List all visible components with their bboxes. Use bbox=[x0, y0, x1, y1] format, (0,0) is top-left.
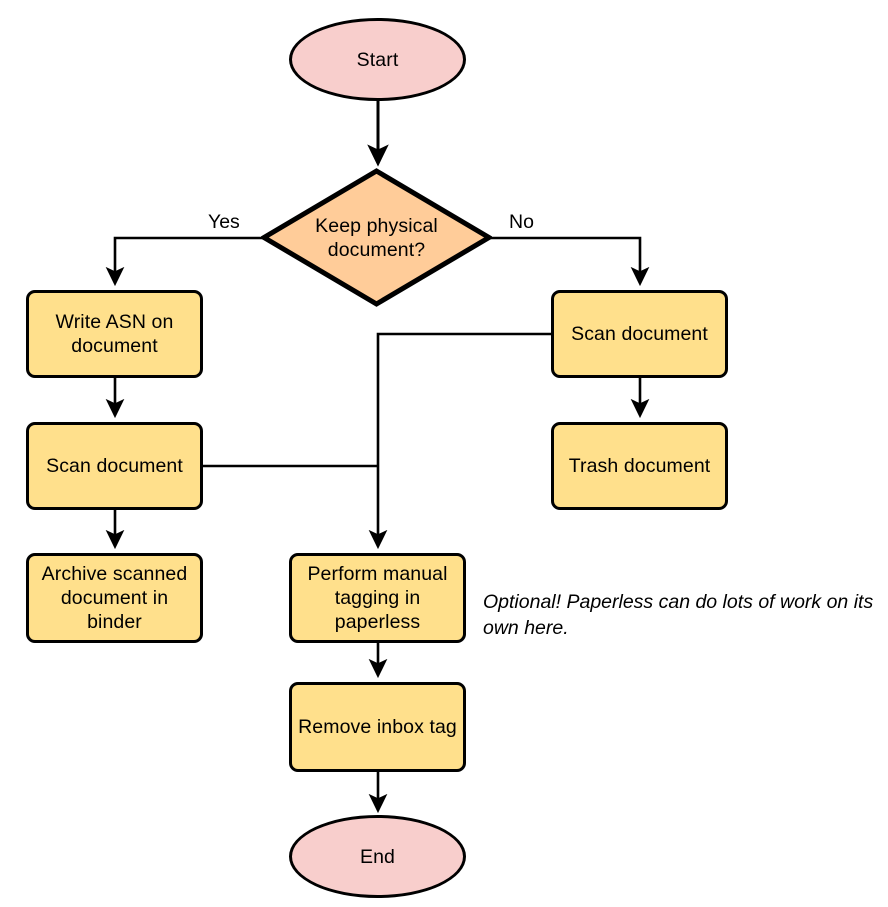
node-trash-document-label: Trash document bbox=[568, 455, 711, 477]
edge-decision-no-to-scan-right bbox=[490, 236, 650, 287]
node-start-label: Start bbox=[356, 48, 399, 71]
edge-label-yes: Yes bbox=[208, 211, 240, 233]
node-trash-document[interactable]: Trash document bbox=[551, 422, 728, 510]
annotation-optional-note: Optional! Paperless can do lots of work … bbox=[483, 591, 874, 639]
node-write-asn-on-document-label: Write ASN on document bbox=[55, 311, 174, 357]
edge-decision-yes-to-write-asn bbox=[105, 236, 263, 287]
node-remove-inbox-tag[interactable]: Remove inbox tag bbox=[289, 682, 466, 772]
diamond-shape-icon bbox=[261, 168, 492, 307]
node-remove-inbox-tag-label: Remove inbox tag bbox=[298, 716, 457, 738]
edge-label-no: No bbox=[509, 211, 534, 233]
node-scan-document-left[interactable]: Scan document bbox=[26, 422, 203, 510]
node-archive-scanned-document-in-binder[interactable]: Archive scanned document in binder bbox=[26, 553, 203, 643]
edge-scan-right-to-manual-tagging bbox=[368, 332, 551, 550]
node-scan-document-left-label: Scan document bbox=[46, 455, 183, 477]
node-scan-document-right-label: Scan document bbox=[571, 323, 708, 345]
node-end[interactable]: End bbox=[289, 815, 466, 898]
node-perform-manual-tagging-in-paperless-label: Perform manual tagging in paperless bbox=[307, 563, 448, 633]
node-start[interactable]: Start bbox=[289, 18, 466, 101]
node-archive-scanned-document-in-binder-label: Archive scanned document in binder bbox=[41, 563, 188, 633]
node-end-label: End bbox=[360, 845, 395, 868]
node-keep-physical-document[interactable]: Keep physical document? bbox=[261, 168, 492, 307]
node-scan-document-right[interactable]: Scan document bbox=[551, 290, 728, 378]
node-perform-manual-tagging-in-paperless[interactable]: Perform manual tagging in paperless bbox=[289, 553, 466, 643]
node-write-asn-on-document[interactable]: Write ASN on document bbox=[26, 290, 203, 378]
